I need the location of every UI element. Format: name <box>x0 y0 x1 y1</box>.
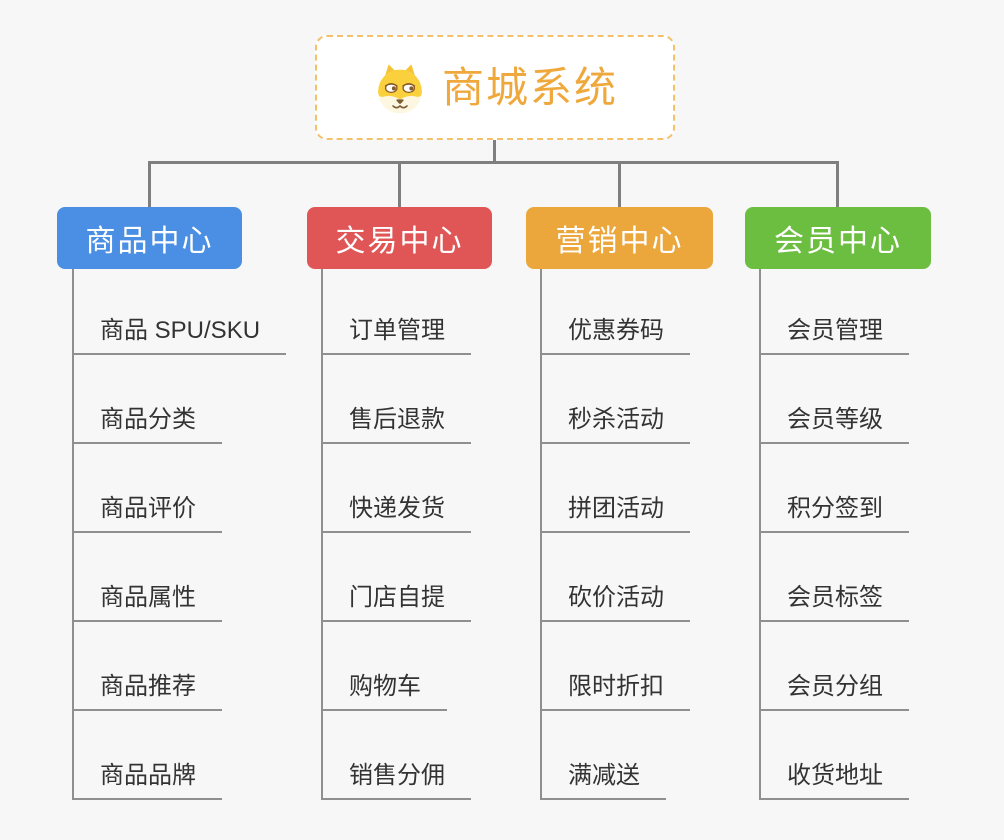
connector-drop-member <box>836 161 839 208</box>
branch-node-trade[interactable]: 交易中心 <box>307 207 492 269</box>
dog-face-icon <box>378 63 422 113</box>
subtopic-item[interactable]: 订单管理 <box>321 315 471 355</box>
subtopic-item[interactable]: 秒杀活动 <box>540 404 690 444</box>
branch-spine-trade <box>321 269 323 800</box>
subtopic-item[interactable]: 砍价活动 <box>540 582 690 622</box>
branch-node-product[interactable]: 商品中心 <box>57 207 242 269</box>
subtopic-item[interactable]: 拼团活动 <box>540 493 690 533</box>
branch-node-member[interactable]: 会员中心 <box>745 207 931 269</box>
root-title: 商城系统 <box>441 63 618 111</box>
subtopic-item[interactable]: 收货地址 <box>759 760 909 800</box>
branch-spine-marketing <box>540 269 542 800</box>
branch-spine-product <box>72 269 74 800</box>
branch-spine-member <box>759 269 761 800</box>
branch-node-marketing[interactable]: 营销中心 <box>526 207 713 269</box>
connector-drop-trade <box>398 161 401 208</box>
subtopic-item[interactable]: 商品分类 <box>72 404 222 444</box>
subtopic-item[interactable]: 会员分组 <box>759 671 909 711</box>
subtopic-item[interactable]: 快递发货 <box>321 493 471 533</box>
subtopic-item[interactable]: 商品品牌 <box>72 760 222 800</box>
connector-root-stub <box>493 139 496 164</box>
subtopic-item[interactable]: 售后退款 <box>321 404 471 444</box>
root-node[interactable]: 商城系统 <box>315 35 675 140</box>
subtopic-item[interactable]: 会员等级 <box>759 404 909 444</box>
subtopic-item[interactable]: 商品推荐 <box>72 671 222 711</box>
subtopic-item[interactable]: 购物车 <box>321 671 447 711</box>
subtopic-item[interactable]: 门店自提 <box>321 582 471 622</box>
subtopic-item[interactable]: 商品 SPU/SKU <box>72 315 287 355</box>
connector-drop-marketing <box>618 161 621 208</box>
subtopic-item[interactable]: 商品评价 <box>72 493 222 533</box>
subtopic-item[interactable]: 会员标签 <box>759 582 909 622</box>
subtopic-item[interactable]: 销售分佣 <box>321 760 471 800</box>
subtopic-item[interactable]: 会员管理 <box>759 315 909 355</box>
subtopic-item[interactable]: 积分签到 <box>759 493 909 533</box>
subtopic-item[interactable]: 限时折扣 <box>540 671 690 711</box>
subtopic-item[interactable]: 优惠券码 <box>540 315 690 355</box>
connector-drop-product <box>148 161 151 208</box>
subtopic-item[interactable]: 满减送 <box>540 760 666 800</box>
subtopic-item[interactable]: 商品属性 <box>72 582 222 622</box>
connector-bus <box>148 161 839 164</box>
